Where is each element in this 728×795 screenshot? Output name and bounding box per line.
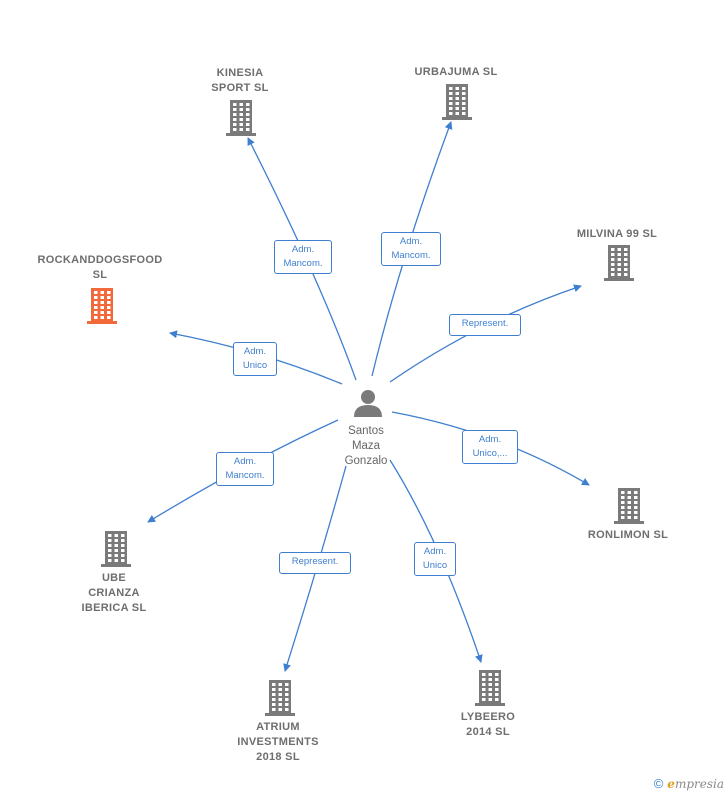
footer-brand: © empresia bbox=[654, 776, 724, 791]
company-node-atrium[interactable] bbox=[265, 680, 295, 721]
company-label-line: URBAJUMA SL bbox=[414, 66, 498, 78]
company-label-line: ROCKANDDOGSFOOD bbox=[37, 254, 163, 266]
relation-label-line: Adm. bbox=[399, 236, 423, 247]
company-label-kinesia[interactable]: KINESIA SPORT SL bbox=[160, 66, 320, 96]
building-icon bbox=[442, 84, 472, 120]
relation-label-line: Unico bbox=[422, 560, 448, 571]
company-label-line: MILVINA 99 SL bbox=[576, 228, 658, 240]
company-label-line: 2018 SL bbox=[256, 751, 300, 763]
company-node-lybeero[interactable] bbox=[475, 670, 505, 711]
company-label-line: 2014 SL bbox=[466, 726, 510, 738]
company-node-ube[interactable] bbox=[101, 531, 131, 572]
company-label-milvina[interactable]: MILVINA 99 SL bbox=[537, 227, 697, 242]
person-icon bbox=[354, 390, 382, 417]
relation-label-line: Mancom. bbox=[225, 470, 265, 481]
brand-logo: empresia bbox=[667, 776, 724, 791]
company-label-line: RONLIMON SL bbox=[587, 529, 669, 541]
company-label-line: INVESTMENTS bbox=[237, 736, 319, 748]
company-label-ube[interactable]: UBE CRIANZA IBERICA SL bbox=[34, 571, 194, 616]
building-icon bbox=[614, 488, 644, 524]
relation-label-line: Unico bbox=[242, 360, 268, 371]
relation-label-line: Unico,... bbox=[472, 448, 508, 459]
relation-label-line: Represent. bbox=[291, 556, 339, 567]
relation-label-ube[interactable]: Adm. Mancom. bbox=[216, 452, 274, 486]
copyright-icon: © bbox=[653, 776, 664, 791]
company-node-ronlimon[interactable] bbox=[614, 488, 644, 529]
relation-label-lybeero[interactable]: Adm. Unico bbox=[414, 542, 456, 576]
relation-label-line: Mancom. bbox=[283, 258, 323, 269]
company-label-line: KINESIA bbox=[216, 67, 264, 79]
relation-label-line: Adm. bbox=[291, 244, 315, 255]
company-node-milvina[interactable] bbox=[604, 245, 634, 286]
relation-label-line: Mancom. bbox=[391, 250, 431, 261]
company-label-line: UBE bbox=[101, 572, 127, 584]
relation-label-kinesia[interactable]: Adm. Mancom. bbox=[274, 240, 332, 274]
relation-label-line: Represent. bbox=[461, 318, 509, 329]
person-node[interactable] bbox=[353, 389, 383, 422]
company-label-lybeero[interactable]: LYBEERO 2014 SL bbox=[408, 710, 568, 740]
relation-label-urbajuma[interactable]: Adm. Mancom. bbox=[381, 232, 441, 266]
company-label-rockanddogs[interactable]: ROCKANDDOGSFOOD SL bbox=[20, 253, 180, 283]
company-label-ronlimon[interactable]: RONLIMON SL bbox=[548, 528, 708, 543]
company-label-line: ATRIUM bbox=[256, 721, 300, 733]
company-label-line: IBERICA SL bbox=[81, 602, 147, 614]
company-label-line: LYBEERO bbox=[460, 711, 516, 723]
company-label-atrium[interactable]: ATRIUM INVESTMENTS 2018 SL bbox=[198, 720, 358, 765]
person-name-line: Santos bbox=[348, 425, 384, 437]
relation-label-milvina[interactable]: Represent. bbox=[449, 314, 521, 336]
building-icon bbox=[226, 100, 256, 136]
relation-label-atrium[interactable]: Represent. bbox=[279, 552, 351, 574]
relation-label-rockanddogs[interactable]: Adm. Unico bbox=[233, 342, 277, 376]
company-label-line: SPORT SL bbox=[211, 82, 269, 94]
company-label-line: CRIANZA bbox=[88, 587, 140, 599]
company-node-kinesia[interactable] bbox=[226, 100, 256, 141]
company-label-line: SL bbox=[92, 269, 108, 281]
building-icon bbox=[87, 288, 117, 324]
relation-label-line: Adm. bbox=[423, 546, 447, 557]
relation-label-ronlimon[interactable]: Adm. Unico,... bbox=[462, 430, 518, 464]
company-label-urbajuma[interactable]: URBAJUMA SL bbox=[376, 65, 536, 80]
building-icon bbox=[604, 245, 634, 281]
company-node-urbajuma[interactable] bbox=[442, 84, 472, 125]
person-name-line: Gonzalo bbox=[344, 455, 388, 467]
person-name-line: Maza bbox=[351, 440, 381, 452]
relation-label-line: Adm. bbox=[243, 346, 267, 357]
company-node-rockanddogs[interactable] bbox=[87, 288, 117, 329]
relation-label-line: Adm. bbox=[233, 456, 257, 467]
building-icon bbox=[101, 531, 131, 567]
building-icon bbox=[475, 670, 505, 706]
relation-label-line: Adm. bbox=[478, 434, 502, 445]
building-icon bbox=[265, 680, 295, 716]
